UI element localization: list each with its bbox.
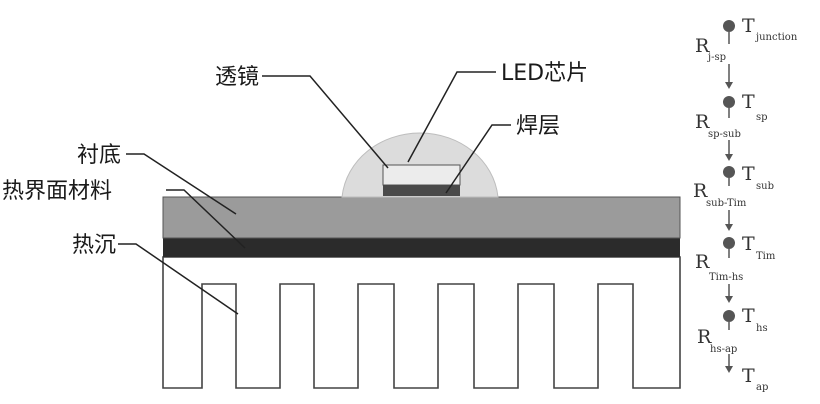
res-j-sp-symbol: R bbox=[695, 35, 710, 57]
res-sub-tim-symbol: R bbox=[693, 180, 708, 202]
leader-tim bbox=[166, 189, 246, 249]
thermal-chain: T junction R j-sp T sp R sp-sub T sub R … bbox=[693, 15, 798, 393]
label-tim: 热界面材料 bbox=[2, 179, 112, 204]
res-sp-sub-sub: sp-sub bbox=[708, 129, 741, 140]
temp-node-hs bbox=[723, 310, 735, 322]
leader-substrate bbox=[126, 153, 237, 215]
label-lens: 透镜 bbox=[215, 65, 259, 90]
leader-heatsink bbox=[118, 243, 239, 315]
temp-node-tim bbox=[723, 237, 735, 249]
temp-ap-sub: ap bbox=[756, 382, 768, 393]
temp-hs-symbol: T bbox=[742, 305, 755, 327]
temp-tim-sub: Tim bbox=[756, 251, 776, 262]
leader-led-chip bbox=[407, 71, 496, 163]
temp-node-junction bbox=[723, 20, 735, 32]
temp-node-sp bbox=[723, 96, 735, 108]
led-chip bbox=[382, 164, 461, 186]
res-sub-tim-sub: sub-Tim bbox=[706, 198, 747, 209]
tim-layer bbox=[163, 238, 680, 257]
res-hs-ap-symbol: R bbox=[697, 326, 712, 348]
temp-node-sub bbox=[723, 166, 735, 178]
temp-sp-symbol: T bbox=[742, 91, 755, 113]
res-hs-ap-sub: hs-ap bbox=[710, 344, 737, 355]
label-heatsink: 热沉 bbox=[72, 233, 116, 258]
solder-layer bbox=[383, 185, 460, 196]
temp-ap-symbol: T bbox=[742, 365, 755, 387]
label-substrate: 衬底 bbox=[77, 143, 121, 168]
temp-sp-sub: sp bbox=[756, 112, 768, 123]
res-j-sp-sub: j-sp bbox=[707, 52, 726, 63]
leader-lens bbox=[262, 75, 389, 169]
temp-junction-sub: junction bbox=[755, 32, 798, 43]
label-led-chip: LED芯片 bbox=[501, 61, 588, 86]
temp-sub-sub: sub bbox=[756, 181, 774, 192]
res-tim-hs-sub: Tim-hs bbox=[709, 272, 743, 283]
leader-solder bbox=[445, 124, 511, 194]
temp-sub-symbol: T bbox=[742, 163, 755, 185]
temp-junction-symbol: T bbox=[742, 15, 755, 37]
res-sp-sub-symbol: R bbox=[695, 111, 710, 133]
temp-tim-symbol: T bbox=[742, 233, 755, 255]
res-tim-hs-symbol: R bbox=[695, 251, 710, 273]
label-solder: 焊层 bbox=[516, 114, 560, 139]
heatsink-body bbox=[162, 256, 681, 389]
substrate-layer bbox=[162, 196, 681, 239]
temp-hs-sub: hs bbox=[756, 323, 768, 334]
